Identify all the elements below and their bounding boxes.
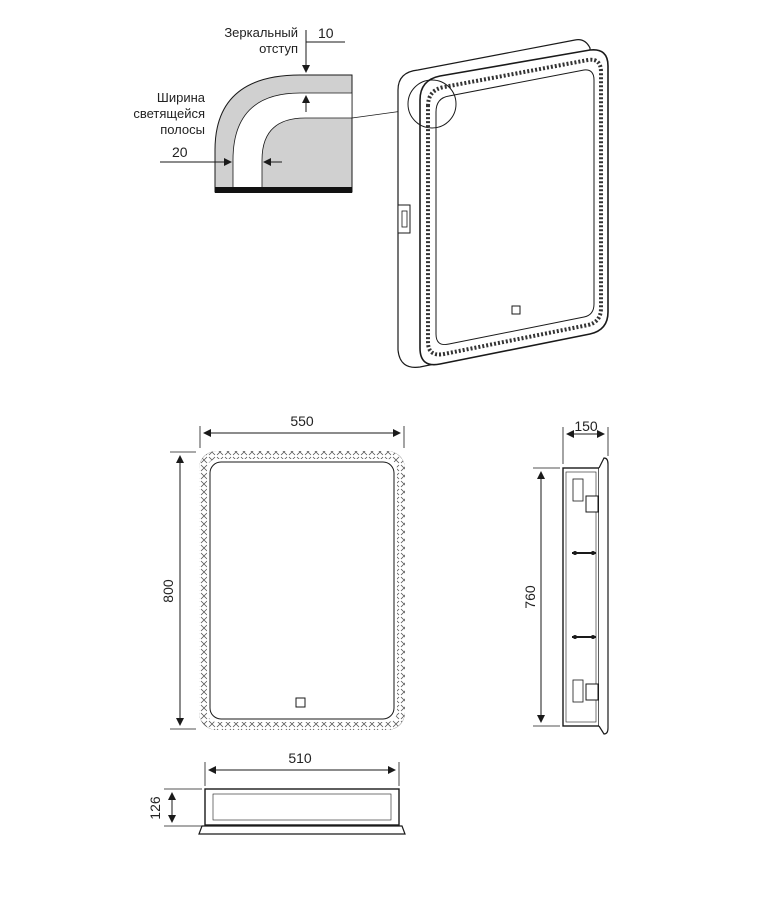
- bottom-view: [164, 762, 406, 835]
- bottom-door: [198, 825, 406, 835]
- bottom-width-value: 510: [288, 750, 312, 766]
- side-hinge-top: [585, 495, 599, 513]
- front-height-value: 800: [160, 579, 176, 603]
- corner-light-strip: [232, 92, 353, 193]
- strip-width-label-2: светящейся: [133, 106, 205, 121]
- mirror-offset-value: 10: [318, 25, 334, 41]
- bottom-depth-value: 126: [147, 796, 163, 820]
- side-hinge-bottom: [585, 683, 599, 701]
- corner-base: [215, 187, 352, 193]
- iso-callout-circle: [407, 79, 457, 129]
- side-door: [598, 457, 609, 735]
- strip-width-label-3: полосы: [160, 122, 205, 137]
- mirror-offset-label-2: отступ: [259, 41, 298, 56]
- iso-led-strip: [426, 57, 603, 357]
- side-height-value: 760: [522, 585, 538, 609]
- bottom-cabinet: [204, 788, 400, 826]
- side-depth-value: 150: [574, 418, 598, 434]
- front-width-value: 550: [290, 413, 314, 429]
- strip-width-value: 20: [172, 144, 188, 160]
- front-view: [170, 426, 405, 730]
- front-touch-sensor: [295, 697, 306, 708]
- strip-width-label-1: Ширина: [157, 90, 206, 105]
- mirror-offset-label-1: Зеркальный: [224, 25, 298, 40]
- isometric-view: [397, 39, 609, 368]
- iso-touch-sensor: [511, 305, 521, 315]
- corner-detail: [160, 30, 411, 193]
- front-mirror: [209, 461, 395, 720]
- iso-mirror: [435, 69, 595, 345]
- side-view: [533, 427, 609, 735]
- front-led-strip: [199, 451, 405, 730]
